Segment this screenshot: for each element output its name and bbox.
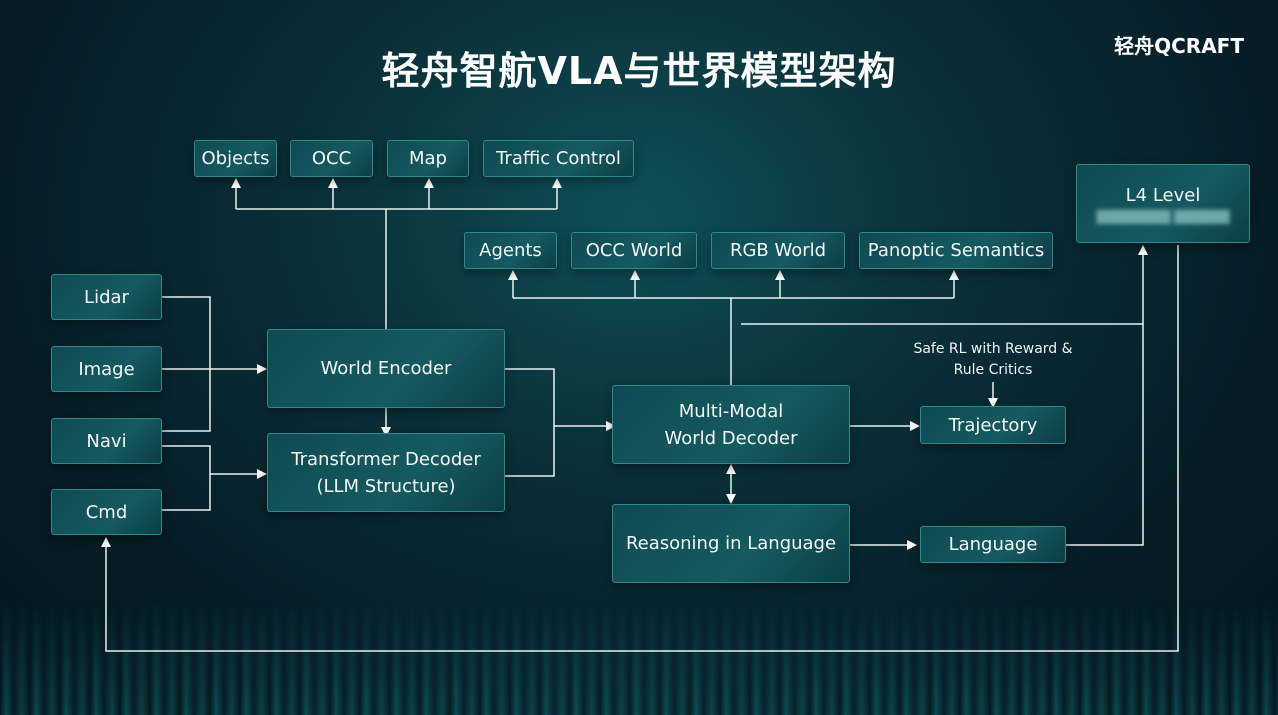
l4-level-box: L4 Level ████████ ██████	[1076, 164, 1250, 243]
output-objects: Objects	[194, 140, 277, 177]
safe-rl-line2: Rule Critics	[953, 362, 1033, 378]
logo: 轻舟QCRAFT	[1114, 34, 1244, 58]
safe-rl-line1: Safe RL with Reward &	[913, 341, 1073, 357]
output-rgb-world: RGB World	[711, 232, 845, 269]
l4-level-label: L4 Level	[1125, 185, 1201, 206]
slide-title: 轻舟智航VLA与世界模型架构	[381, 49, 897, 93]
input-navi: Navi	[51, 418, 162, 464]
safe-rl-note: Safe RL with Reward & Rule Critics	[893, 339, 1093, 381]
output-panoptic-semantics: Panoptic Semantics	[859, 232, 1053, 269]
language-box: Language	[920, 526, 1066, 563]
output-occ: OCC	[290, 140, 373, 177]
mm-decoder-line1: Multi-Modal	[678, 400, 784, 422]
transformer-decoder-line1: Transformer Decoder	[291, 448, 481, 470]
blurred-subtext: ████████ ██████	[1096, 210, 1230, 224]
input-cmd: Cmd	[51, 489, 162, 535]
reasoning-in-language: Reasoning in Language	[612, 504, 850, 583]
mm-decoder-line2: World Decoder	[664, 427, 798, 449]
input-lidar: Lidar	[51, 274, 162, 320]
input-image: Image	[51, 346, 162, 392]
output-agents: Agents	[464, 232, 557, 269]
trajectory-box: Trajectory	[920, 406, 1066, 444]
output-map: Map	[387, 140, 469, 177]
world-encoder: World Encoder	[267, 329, 505, 408]
light-rays-background	[0, 600, 1278, 715]
transformer-decoder-line2: (LLM Structure)	[316, 475, 456, 497]
output-traffic-control: Traffic Control	[483, 140, 634, 177]
output-occ-world: OCC World	[571, 232, 697, 269]
transformer-decoder: Transformer Decoder (LLM Structure)	[267, 433, 505, 512]
